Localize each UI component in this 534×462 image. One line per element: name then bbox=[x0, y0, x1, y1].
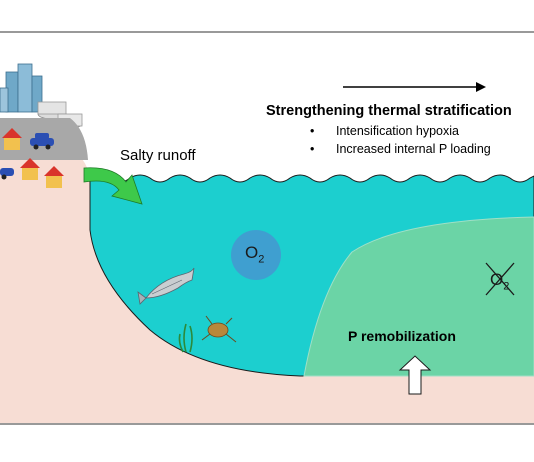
bullet-dot: • bbox=[310, 142, 315, 156]
bullet-text: Increased internal P loading bbox=[336, 142, 491, 156]
p-remobilization-label: P remobilization bbox=[348, 328, 456, 344]
runoff-arrow-icon bbox=[83, 167, 143, 205]
crossed-out-icon bbox=[485, 262, 515, 296]
oxygen-symbol: O bbox=[245, 243, 259, 262]
city-icon bbox=[0, 63, 83, 129]
fish-icon bbox=[137, 267, 195, 305]
oxygen-bubble bbox=[231, 230, 281, 280]
sediment-layer bbox=[303, 216, 534, 377]
absent-oxygen-label: O2 bbox=[490, 270, 509, 292]
crab-icon bbox=[201, 315, 237, 343]
oxygen-subscript: 2 bbox=[258, 253, 265, 266]
bullet-text: Intensification hypoxia bbox=[336, 124, 459, 138]
oxygen-label: O2 bbox=[245, 243, 264, 265]
right-arrow-icon bbox=[343, 82, 486, 92]
oxygen-subscript: 2 bbox=[503, 280, 510, 293]
bullet-dot: • bbox=[310, 124, 315, 138]
up-arrow-icon bbox=[398, 355, 432, 395]
stratification-heading: Strengthening thermal stratification bbox=[266, 103, 512, 119]
bullet-item-hypoxia: • Intensification hypoxia bbox=[310, 124, 459, 138]
car-icon bbox=[0, 133, 54, 180]
oxygen-symbol: O bbox=[490, 270, 504, 289]
house-icon bbox=[2, 128, 64, 188]
salty-runoff-label: Salty runoff bbox=[120, 147, 196, 164]
bullet-item-p-loading: • Increased internal P loading bbox=[310, 142, 491, 156]
seaweed-icon bbox=[178, 323, 193, 353]
